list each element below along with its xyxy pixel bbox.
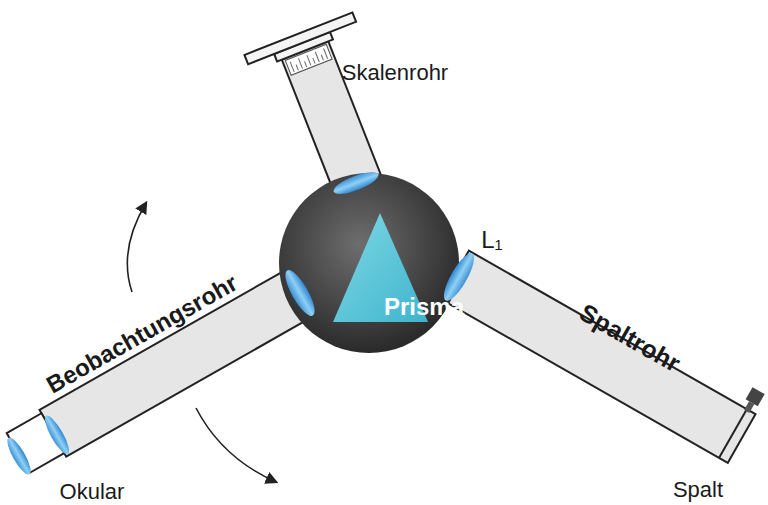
eyepiece-lens — [3, 435, 34, 477]
part-name: Okular — [60, 481, 125, 503]
tube-name: Skalenrohr — [342, 62, 448, 84]
prism-table — [278, 172, 460, 354]
prism-label: Prisma — [384, 295, 464, 319]
lens — [41, 413, 73, 457]
part-name: Spalt — [673, 479, 723, 501]
observation-tube — [5, 267, 319, 477]
rotation-arrow — [196, 408, 276, 482]
rotation-arrow — [127, 203, 146, 292]
prism-housing: Prisma — [278, 172, 460, 354]
lens-label: L₁ — [481, 228, 502, 252]
slit-tube — [441, 232, 766, 463]
